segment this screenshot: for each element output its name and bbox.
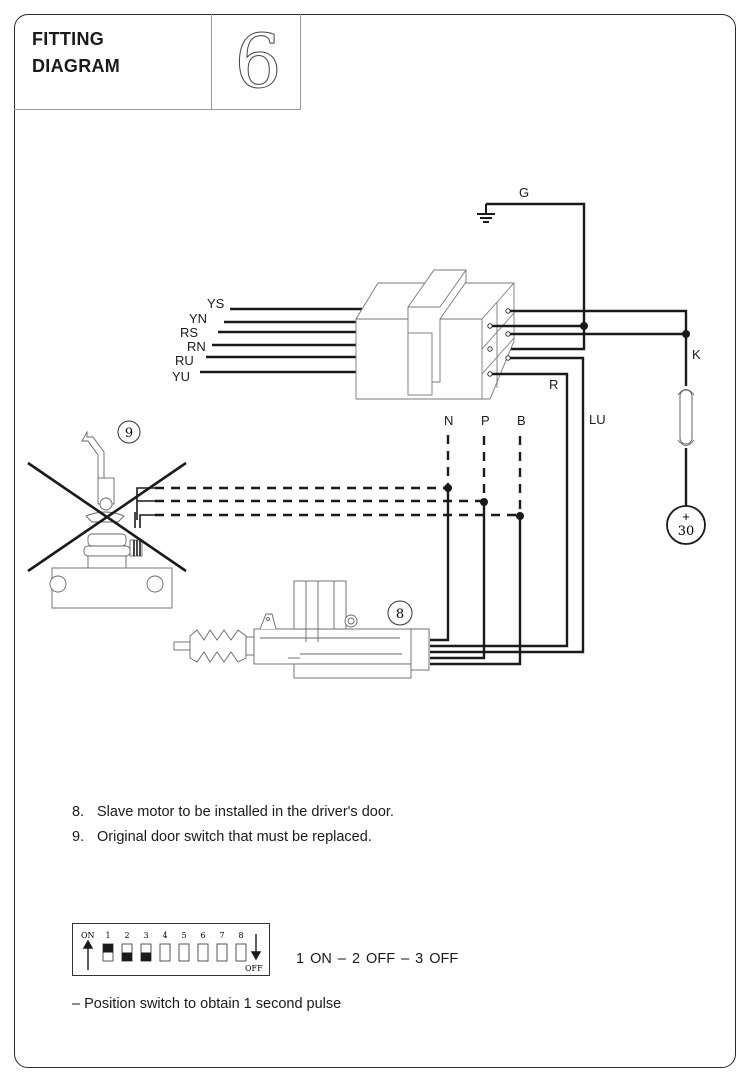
wire-label-p: P — [481, 413, 490, 428]
dip-switch-knob — [141, 952, 151, 961]
dip-switch-number: 6 — [200, 931, 205, 940]
page-number: 6 — [234, 19, 282, 106]
callout-9: 9 — [117, 420, 141, 444]
callout-8-label: 8 — [396, 607, 404, 622]
door-switch-icon — [49, 430, 173, 609]
input-wires — [200, 307, 362, 374]
on-arrow-icon — [82, 939, 94, 970]
wire-label-n: N — [444, 413, 453, 428]
title-divider — [211, 14, 212, 110]
wire-label-r: R — [549, 377, 558, 392]
dip-switch-3[interactable]: 3 — [140, 931, 152, 962]
input-wire-labels: YS YN RS RN RU YU — [172, 296, 225, 384]
wire-label-b: B — [517, 413, 526, 428]
wire-label-yn: YN — [189, 311, 207, 326]
dip-switch-body — [197, 943, 209, 962]
dip-switch-4[interactable]: 4 — [159, 931, 171, 962]
wire-label-ru: RU — [175, 353, 194, 368]
note-number: 9. — [72, 829, 85, 845]
ground-wire — [486, 202, 586, 351]
fuse-icon — [677, 389, 695, 446]
removed-wires-dashed — [155, 435, 522, 517]
wire-label-ys: YS — [207, 296, 225, 311]
output-wires — [430, 309, 688, 654]
connector-block-icon — [355, 269, 515, 400]
dip-switch-number: 7 — [219, 931, 224, 940]
dip-switch-body — [178, 943, 190, 962]
power-terminal-sign: + — [682, 509, 690, 524]
off-arrow-icon — [250, 934, 262, 961]
power-terminal-number: 30 — [678, 524, 695, 539]
dip-switch-body — [216, 943, 228, 962]
dip-setting-text: 1 ON – 2 OFF – 3 OFF — [296, 951, 459, 967]
ground-symbol-icon — [477, 204, 495, 223]
junction-dot — [682, 330, 690, 338]
dip-switch-number: 4 — [162, 931, 167, 940]
dip-switch-number: 8 — [238, 931, 243, 940]
dip-switch-number: 1 — [105, 931, 110, 940]
dip-switch-knob — [122, 952, 132, 961]
dip-switch-number: 2 — [124, 931, 129, 940]
title-line-2: DIAGRAM — [32, 56, 121, 76]
title-box — [14, 14, 301, 110]
cross-out-icon — [27, 461, 187, 573]
callout-8: 8 — [387, 600, 413, 626]
dip-switch-body — [235, 943, 247, 962]
junction-dot — [580, 322, 588, 330]
dip-switch-body — [159, 943, 171, 962]
slave-motor-icon — [173, 580, 430, 679]
dip-switch-1[interactable]: 1 — [102, 931, 114, 962]
power-terminal-30: + 30 — [666, 505, 706, 545]
dip-switch-2[interactable]: 2 — [121, 931, 133, 962]
dip-on-label: ON — [81, 931, 95, 940]
wire-label-yu: YU — [172, 369, 190, 384]
dip-switch-5[interactable]: 5 — [178, 931, 190, 962]
dip-switch-7[interactable]: 7 — [216, 931, 228, 962]
wire-label-rn: RN — [187, 339, 206, 354]
note-item: 9. Original door switch that must be repl… — [72, 825, 394, 850]
wire-label-rs: RS — [180, 325, 198, 340]
wire-label-lu: LU — [589, 412, 606, 427]
page-title: FITTING DIAGRAM — [32, 26, 120, 80]
pulse-note: – Position switch to obtain 1 second pul… — [72, 996, 342, 1012]
callout-9-label: 9 — [125, 426, 133, 441]
dip-switch-number: 5 — [181, 931, 186, 940]
note-text: Slave motor to be installed in the drive… — [97, 804, 394, 820]
wire-label-g: G — [519, 185, 529, 200]
title-line-1: FITTING — [32, 29, 105, 49]
dip-switches: 1 2 3 4 5 6 7 8 — [102, 931, 247, 962]
note-item: 8. Slave motor to be installed in the dri… — [72, 800, 394, 825]
dip-switch-graphic: ON 1 2 3 4 5 6 7 8 OFF — [81, 931, 263, 973]
note-number: 8. — [72, 804, 85, 820]
wire-label-k: K — [692, 347, 701, 362]
note-text: Original door switch that must be replac… — [97, 829, 372, 845]
dip-switch-6[interactable]: 6 — [197, 931, 209, 962]
door-switch-wires — [133, 487, 155, 556]
dip-switch-number: 3 — [143, 931, 148, 940]
dip-off-label: OFF — [245, 964, 263, 973]
motor-wires — [430, 488, 522, 666]
dip-switch-panel: ON 1 2 3 4 5 6 7 8 OFF — [72, 923, 270, 976]
dip-switch-8[interactable]: 8 — [235, 931, 247, 962]
page-frame — [14, 14, 736, 1068]
notes-list: 8. Slave motor to be installed in the dri… — [72, 800, 394, 850]
dip-switch-knob — [103, 944, 113, 953]
